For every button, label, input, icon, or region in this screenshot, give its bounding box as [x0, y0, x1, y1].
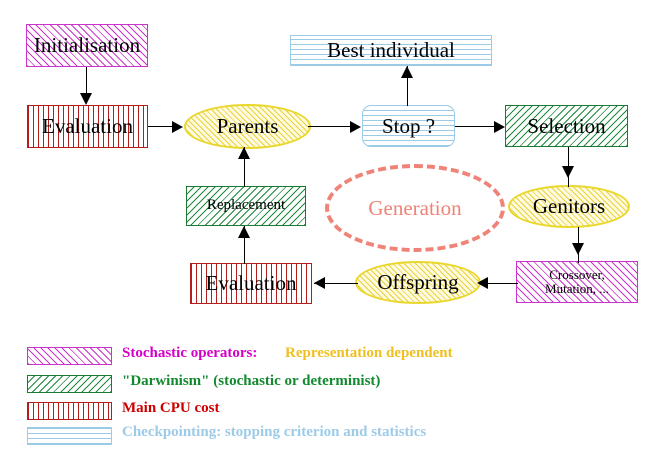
edge-parents-to-stop — [308, 126, 354, 128]
node-crossover-mutation: Crossover, Mutation, ... — [516, 261, 638, 303]
arrowhead-parents-to-stop — [350, 121, 361, 133]
node-offspring: Offspring — [355, 261, 481, 304]
node-selection: Selection — [505, 105, 628, 147]
legend-label-representation: Representation dependent — [285, 345, 453, 361]
arrowhead-stop-to-best — [401, 66, 413, 78]
node-replacement: Replacement — [186, 186, 306, 226]
node-generation-label: Generation — [368, 195, 462, 220]
edge-init-to-eval — [86, 67, 88, 95]
edge-eval-to-replacement — [244, 226, 246, 264]
edge-stop-to-selection — [455, 126, 501, 128]
node-evaluation-top: Evaluation — [27, 105, 148, 148]
edge-eval-to-parents — [148, 126, 176, 128]
node-parents-label: Parents — [216, 114, 279, 139]
node-selection-label: Selection — [527, 113, 606, 138]
node-generation: Generation — [325, 164, 505, 252]
node-stop-label: Stop ? — [381, 113, 436, 138]
legend-label-darwinism: "Darwinism" (stochastic or determinist) — [122, 373, 381, 389]
node-stop: Stop ? — [362, 105, 455, 147]
node-best-individual-label: Best individual — [327, 38, 455, 63]
legend-swatch-cpu — [27, 402, 112, 420]
legend-swatch-darwinism — [27, 375, 112, 393]
node-evaluation-bottom-label: Evaluation — [205, 271, 297, 296]
node-best-individual: Best individual — [290, 35, 492, 66]
arrowhead-replacement-to-parents — [238, 147, 250, 159]
node-crossover-line2: Mutation, ... — [545, 281, 609, 296]
node-initialisation-label: Initialisation — [33, 33, 141, 58]
arrowhead-stop-to-selection — [494, 121, 505, 133]
node-evaluation-top-label: Evaluation — [42, 114, 133, 139]
edge-offspring-to-eval — [314, 283, 358, 285]
edge-stop-to-best — [407, 66, 409, 106]
legend-label-checkpointing: Checkpointing: stopping criterion and st… — [122, 424, 427, 440]
node-genitors: Genitors — [508, 185, 630, 228]
node-crossover-line1: Crossover, — [549, 267, 605, 283]
legend-label-cpu: Main CPU cost — [122, 400, 220, 416]
node-genitors-label: Genitors — [532, 194, 606, 219]
edge-replacement-to-parents — [244, 147, 246, 187]
node-parents: Parents — [184, 104, 311, 149]
node-replacement-label: Replacement — [206, 197, 286, 214]
legend-swatch-checkpointing — [27, 427, 112, 445]
arrowhead-selection-to-genitors — [562, 166, 574, 178]
legend-swatch-stochastic — [27, 347, 112, 365]
arrowhead-genitors-to-crossover — [572, 243, 584, 255]
arrowhead-eval-to-parents — [172, 121, 183, 133]
arrowhead-crossover-to-offspring — [477, 277, 488, 289]
arrowhead-init-to-eval — [80, 93, 92, 105]
node-offspring-label: Offspring — [377, 270, 459, 295]
edge-crossover-to-offspring — [486, 283, 518, 285]
arrowhead-eval-to-replacement — [238, 226, 250, 238]
node-evaluation-bottom: Evaluation — [190, 263, 312, 304]
arrowhead-offspring-to-eval — [314, 277, 325, 289]
legend-label-stochastic: Stochastic operators: — [122, 345, 258, 361]
node-initialisation: Initialisation — [26, 24, 148, 67]
